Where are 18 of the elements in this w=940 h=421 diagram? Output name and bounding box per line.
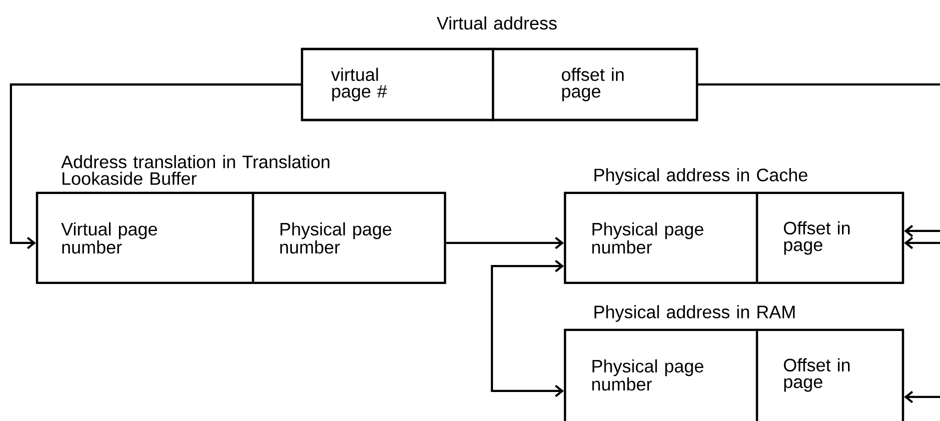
connector-arrow: [10, 83, 301, 250]
field-cell: virtual page #: [300, 48, 494, 122]
box-heading: Virtual address: [436, 16, 557, 30]
box-heading: Physical address in Cache: [594, 168, 808, 185]
box-heading: Address translation in Translation Lookaside Buffer: [61, 155, 330, 185]
field-cell: Physical page number: [564, 192, 758, 284]
connector-arrow: [446, 236, 564, 250]
field-cell: Physical page number: [252, 192, 446, 284]
field-cell: Virtual page number: [36, 192, 254, 284]
connector-arrow: [904, 224, 940, 238]
connector-arrow: [490, 260, 564, 398]
field-cell: offset in page: [492, 48, 698, 122]
connector-arrow: [904, 236, 940, 250]
connector-arrow: [904, 390, 940, 404]
box-heading: Physical address in RAM: [594, 305, 795, 322]
field-cell: Offset in page: [756, 192, 904, 284]
field-cell: Offset in page: [756, 328, 904, 421]
field-cell: Physical page number: [564, 328, 758, 421]
